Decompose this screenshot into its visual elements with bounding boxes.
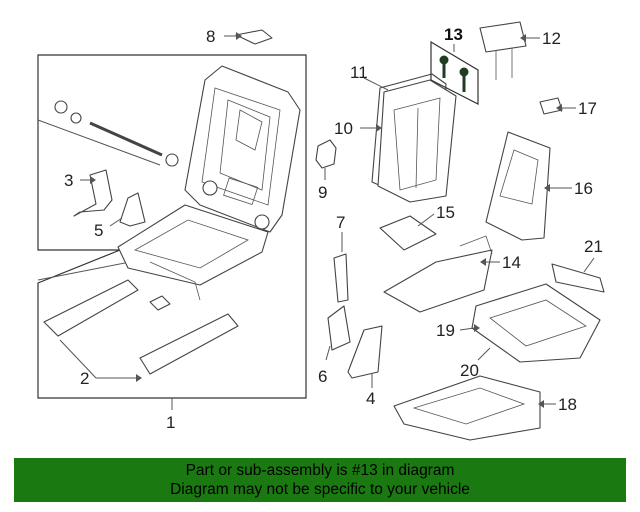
callout-13: 13 — [444, 25, 463, 44]
cover-part-9[interactable] — [315, 139, 337, 169]
bushing-part — [54, 100, 68, 114]
strap-part-7[interactable] — [333, 253, 349, 303]
trim-part-21[interactable] — [551, 263, 605, 293]
callout-16: 16 — [574, 179, 593, 198]
fastener-bolt-part-13[interactable] — [439, 55, 469, 92]
part-info-banner: Part or sub-assembly is #13 in diagram D… — [14, 458, 626, 502]
callout-11: 11 — [350, 63, 368, 82]
callout-3: 3 — [64, 171, 73, 190]
rail-clip — [149, 295, 171, 311]
callout-10: 10 — [334, 119, 353, 138]
clip-part-17[interactable] — [539, 97, 563, 115]
callout-12: 12 — [542, 29, 561, 48]
callout-6: 6 — [318, 367, 327, 386]
tray-part-15[interactable] — [379, 215, 437, 251]
seat-parts-diagram: 1 2 3 4 5 6 7 8 9 10 11 12 13 14 15 16 1… — [37, 21, 605, 441]
clip-part-8[interactable] — [235, 29, 273, 45]
cushion-base-part-14[interactable] — [383, 249, 493, 313]
callout-17: 17 — [578, 99, 597, 118]
seat-rail-lower[interactable] — [139, 313, 239, 375]
rod-part — [89, 121, 163, 157]
back-panel-part-16[interactable] — [485, 131, 551, 241]
callout-15: 15 — [436, 203, 455, 222]
part-13-box — [430, 40, 479, 105]
frame-assembly-outline — [37, 54, 307, 399]
seat-pan-part-18[interactable] — [393, 375, 541, 441]
recliner-pivot-right — [254, 214, 270, 230]
seat-back-frame[interactable] — [184, 65, 301, 233]
bracket-part-5[interactable] — [119, 192, 146, 227]
callout-9: 9 — [318, 183, 327, 202]
callout-8: 8 — [206, 27, 215, 46]
callout-5: 5 — [94, 221, 103, 240]
bracket-part-3[interactable] — [73, 169, 113, 217]
headrest[interactable] — [479, 21, 527, 53]
callout-20: 20 — [460, 361, 479, 380]
seat-rail-upper[interactable] — [43, 279, 139, 337]
frame-assembly-group — [37, 54, 307, 399]
banner-line-2: Diagram may not be specific to your vehi… — [170, 481, 470, 498]
callout-2: 2 — [80, 369, 89, 388]
callout-19: 19 — [436, 321, 455, 340]
recliner-pivot-left — [202, 180, 218, 196]
callout-21: 21 — [584, 237, 603, 256]
panel-part-6[interactable] — [327, 305, 351, 351]
leader-lines — [59, 32, 595, 410]
callout-18: 18 — [558, 395, 577, 414]
callout-7: 7 — [336, 213, 345, 232]
panel-part-4[interactable] — [347, 325, 383, 379]
callout-1: 1 — [166, 413, 175, 432]
rod-end-cap — [165, 153, 179, 167]
seat-cushion-frame[interactable] — [117, 204, 269, 286]
callout-14: 14 — [502, 253, 521, 272]
callout-4: 4 — [366, 389, 375, 408]
banner-line-1: Part or sub-assembly is #13 in diagram — [185, 462, 455, 479]
washer-part — [70, 112, 82, 124]
